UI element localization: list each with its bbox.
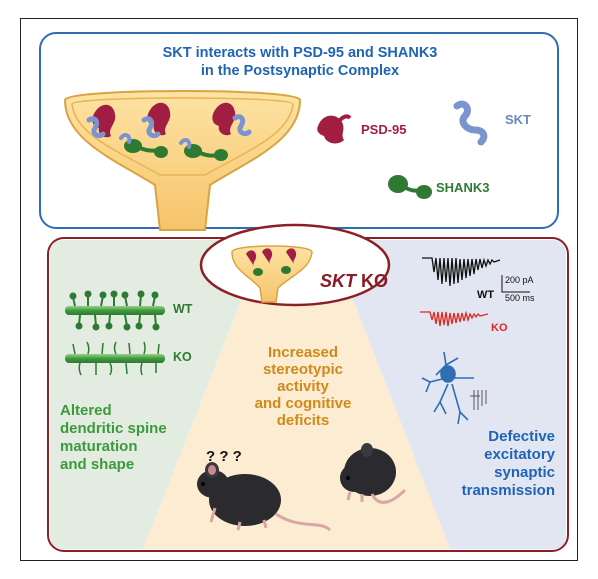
- wt-current-trace: [422, 257, 501, 287]
- blue-region: [330, 240, 566, 549]
- ko-title-suffix: KO: [356, 271, 389, 291]
- shank3-icon: [388, 175, 432, 199]
- ko-dendrite-icon: [65, 341, 165, 376]
- psd95-icon: [317, 114, 352, 144]
- ko-spine-icon: [231, 245, 313, 303]
- scale-time-label: 500 ms: [505, 293, 535, 303]
- spine-effect-text: Altered dendritic spine maturation and s…: [60, 402, 167, 473]
- shank3-label: SHANK3: [436, 180, 490, 195]
- psd95-label: PSD-95: [361, 122, 407, 137]
- ko-title-gene: SKT: [320, 271, 356, 291]
- protein-complexes-top: [86, 102, 252, 161]
- top-panel-title: SKT interacts with PSD-95 and SHANK3 in …: [162, 45, 438, 79]
- spine-ko-label: KO: [173, 350, 192, 364]
- neuron-icon: [421, 351, 474, 425]
- trace-wt-label: WT: [477, 289, 495, 301]
- ko-current-trace: [420, 310, 489, 327]
- spine-wt-label: WT: [173, 302, 193, 316]
- trace-ko-label: KO: [491, 322, 508, 334]
- scale-bar: [501, 275, 530, 293]
- skt-icon: [453, 100, 488, 146]
- ko-title: SKT KO: [320, 271, 388, 292]
- mouse-ko-icon: [340, 443, 407, 504]
- green-region: [50, 240, 265, 549]
- wt-dendrite-icon: [65, 290, 165, 331]
- scale-amplitude-label: 200 pA: [505, 275, 534, 285]
- recording-electrode-icon: [470, 390, 487, 410]
- mouse-wt-icon: [197, 462, 332, 532]
- skt-label: SKT: [505, 112, 531, 127]
- question-marks: ? ? ?: [206, 448, 242, 465]
- behavior-effect-text: Increased stereotypic activity and cogni…: [254, 344, 352, 429]
- synaptic-effect-text: Defective excitatory synaptic transmissi…: [461, 428, 555, 499]
